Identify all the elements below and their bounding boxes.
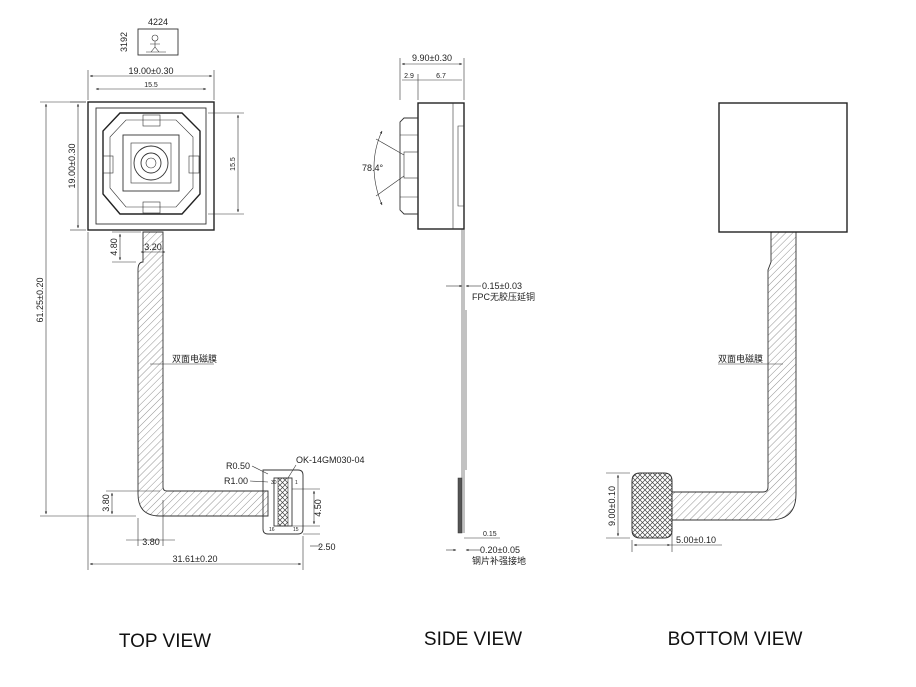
pin-1-label: 1 xyxy=(295,480,298,486)
stick-figure-icon xyxy=(151,34,159,42)
total-length-dim: 61.25±0.20 xyxy=(35,278,45,323)
module-back xyxy=(718,102,848,233)
connector-offset-dim: 2.50 xyxy=(318,542,336,552)
connector-part-label: OK-14GM030-04 xyxy=(296,455,365,465)
sensor-badge: 4224 3192 xyxy=(119,17,179,56)
lens-icon xyxy=(140,152,162,174)
sensor-height-label: 3192 xyxy=(119,32,129,52)
stiffener-thickness-dim: 0.20±0.05 xyxy=(480,545,520,555)
inner-height-dim: 15.5 xyxy=(230,157,237,171)
total-width-dim: 31.61±0.20 xyxy=(173,554,218,564)
side-view-caption: SIDE VIEW xyxy=(424,629,522,650)
neck-length-dim: 4.80 xyxy=(109,238,119,256)
camera-module-top xyxy=(87,101,215,231)
inner-width-dim: 15.5 xyxy=(144,82,158,89)
view-angle-label: 78.4° xyxy=(362,163,384,173)
module-width-dim: 19.00±0.30 xyxy=(129,66,174,76)
elbow-height-dim: 3.80 xyxy=(101,494,111,512)
bottom-view-caption: BOTTOM VIEW xyxy=(668,629,803,650)
elbow-width-dim: 3.80 xyxy=(142,537,160,547)
fpc-flex-top xyxy=(137,231,269,517)
side-total-dim: 9.90±0.30 xyxy=(412,53,452,63)
stiffener-a-dim: 0.15 xyxy=(483,531,497,538)
connector-height-dim: 4.50 xyxy=(313,499,323,517)
inner-radius-label: R0.50 xyxy=(226,461,250,471)
film-label-top: 双面电磁膜 xyxy=(172,353,217,364)
fpc-flex-bottom xyxy=(671,231,797,521)
fpc-material-note: FPC无胶压延铜 xyxy=(472,291,535,302)
pin-15-label: 15 xyxy=(293,527,299,533)
pad-height-dim: 9.00±0.10 xyxy=(607,486,617,526)
pin-30-label: 30 xyxy=(271,480,277,486)
side-part-b-dim: 6.7 xyxy=(436,73,446,80)
outer-radius-label: R1.00 xyxy=(224,476,248,486)
fpc-thickness-dim: 0.15±0.03 xyxy=(482,281,522,291)
sensor-width-label: 4224 xyxy=(148,17,168,27)
film-label-bottom: 双面电磁膜 xyxy=(718,353,763,364)
connector-pad xyxy=(631,472,673,539)
top-view-caption: TOP VIEW xyxy=(119,631,211,652)
top-view: 4224 3192 30 xyxy=(35,17,365,652)
pin-16-label: 16 xyxy=(269,527,275,533)
pad-width-dim: 5.00±0.10 xyxy=(676,535,716,545)
stiffener-note: 钢片补强接地 xyxy=(472,555,526,566)
module-height-dim: 19.00±0.30 xyxy=(67,144,77,189)
stiffener-plate xyxy=(457,477,463,534)
board-connector: 30 1 16 15 xyxy=(262,469,304,535)
side-part-a-dim: 2.9 xyxy=(404,73,414,80)
bottom-view: 双面电磁膜 9.00±0.10 5.00±0.10 BOTTOM VIEW xyxy=(606,102,848,650)
neck-width-dim: 3.20 xyxy=(144,242,162,252)
side-view: 78.4° 9.90±0.30 2.9 6.7 0.15±0.03 FPC无胶压… xyxy=(362,53,535,650)
